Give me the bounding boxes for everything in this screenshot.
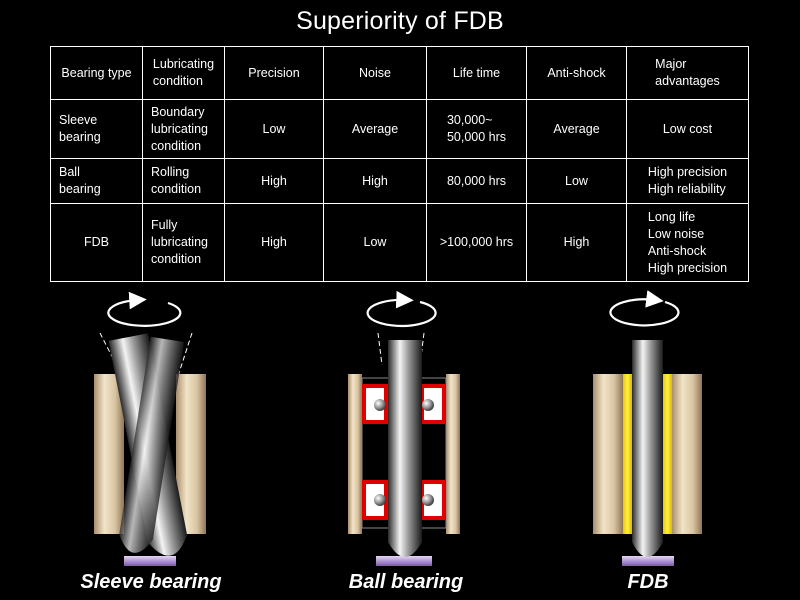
page-title: Superiority of FDB (296, 7, 504, 35)
header-bearing-type: Bearing type (50, 46, 143, 100)
cell: Low cost (626, 99, 749, 159)
ball-bearing-diagram (348, 290, 460, 566)
cell: High precision High reliability (626, 158, 749, 204)
cell: Rolling condition (142, 158, 225, 204)
caption-sleeve-bearing: Sleeve bearing (80, 571, 222, 593)
rotation-arrow-icon (366, 290, 437, 328)
cell: Low (526, 158, 627, 204)
sleeve-bearing-diagram (94, 291, 206, 566)
header-lubricating-condition: Lubricating condition (142, 46, 225, 100)
header-anti-shock: Anti-shock (526, 46, 627, 100)
cell: Long life Low noise Anti-shock High prec… (626, 203, 749, 282)
caption-ball-bearing: Ball bearing (348, 571, 464, 593)
caption-fdb: FDB (627, 571, 669, 593)
header-major-advantages: Major advantages (626, 46, 749, 100)
comparison-table: Bearing type Lubricating condition Preci… (50, 46, 749, 282)
table-header-row: Bearing type Lubricating condition Preci… (50, 46, 749, 100)
rotation-arrow-icon (609, 290, 680, 327)
table-row: Sleeve bearing Boundary lubricating cond… (50, 99, 749, 159)
table-row: Ball bearing Rolling condition High High… (50, 158, 749, 204)
rotation-arrow-icon (107, 291, 182, 327)
cell: 30,000~ 50,000 hrs (426, 99, 527, 159)
cell: Boundary lubricating condition (142, 99, 225, 159)
header-life-time: Life time (426, 46, 527, 100)
cell: Low (224, 99, 324, 159)
cell: High (224, 158, 324, 204)
cell: High (224, 203, 324, 282)
table-row: FDB Fully lubricating condition High Low… (50, 203, 749, 282)
cell: Ball bearing (50, 158, 143, 204)
header-noise: Noise (323, 46, 427, 100)
cell: 80,000 hrs (426, 158, 527, 204)
cell: Sleeve bearing (50, 99, 143, 159)
fdb-diagram (593, 290, 702, 566)
cell: High (323, 158, 427, 204)
cell: Average (526, 99, 627, 159)
cell: Fully lubricating condition (142, 203, 225, 282)
cell: FDB (50, 203, 143, 282)
cell: Low (323, 203, 427, 282)
header-precision: Precision (224, 46, 324, 100)
cell: >100,000 hrs (426, 203, 527, 282)
bearing-diagrams (94, 290, 702, 566)
cell: Average (323, 99, 427, 159)
cell: High (526, 203, 627, 282)
